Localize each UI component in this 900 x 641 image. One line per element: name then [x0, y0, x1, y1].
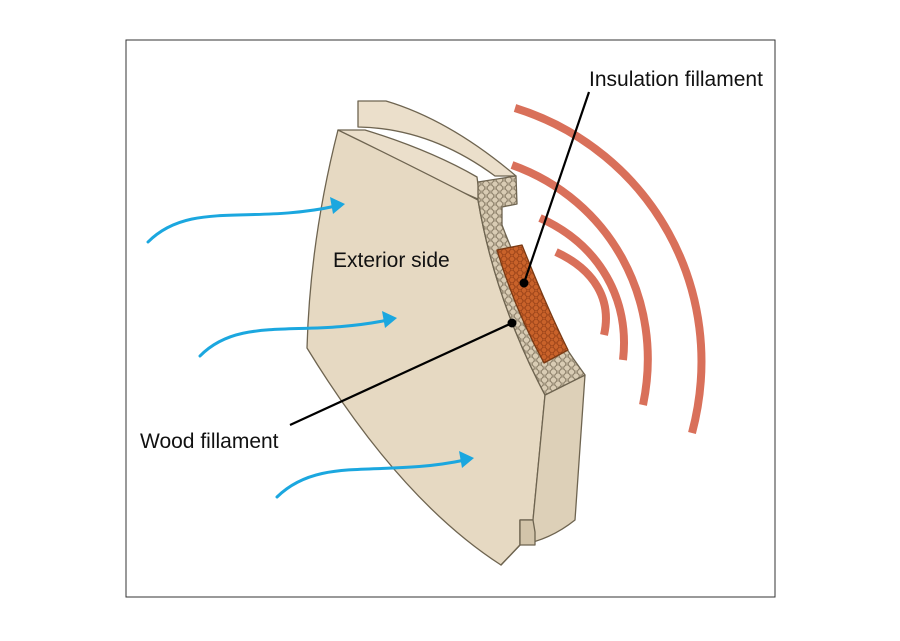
- arrowhead-top: [330, 197, 345, 214]
- heat-wave-third: [510, 161, 652, 406]
- heat-wave-inner: [554, 248, 610, 336]
- insulation-label: Insulation fillament: [589, 68, 763, 91]
- wall-groove: [519, 519, 536, 546]
- air-arrow-top: [146, 204, 338, 244]
- air-arrow-bottom: [275, 458, 467, 499]
- exterior-side-label: Exterior side: [333, 249, 450, 272]
- wall-top-tongue: [357, 100, 517, 177]
- air-arrowheads: [330, 197, 474, 468]
- wall-panel: [306, 100, 586, 566]
- heat-wave-icon: [510, 104, 706, 435]
- insulation-core: [496, 244, 569, 364]
- wind-arrow-icon: [146, 204, 467, 499]
- heat-wave-second: [538, 214, 628, 361]
- arrowhead-middle: [382, 311, 397, 328]
- insulation-leader-dot: [519, 278, 529, 288]
- insulation-leader-line: [522, 91, 591, 284]
- air-arrow-middle: [198, 318, 390, 358]
- wood-leader-dot: [507, 318, 517, 328]
- wood-label: Wood fillament: [140, 430, 279, 453]
- leader-lines: [289, 91, 591, 426]
- arrowhead-bottom: [459, 451, 474, 468]
- diagram-frame: [125, 39, 776, 598]
- heat-wave-outer: [513, 104, 706, 435]
- wood-leader-line: [289, 322, 513, 426]
